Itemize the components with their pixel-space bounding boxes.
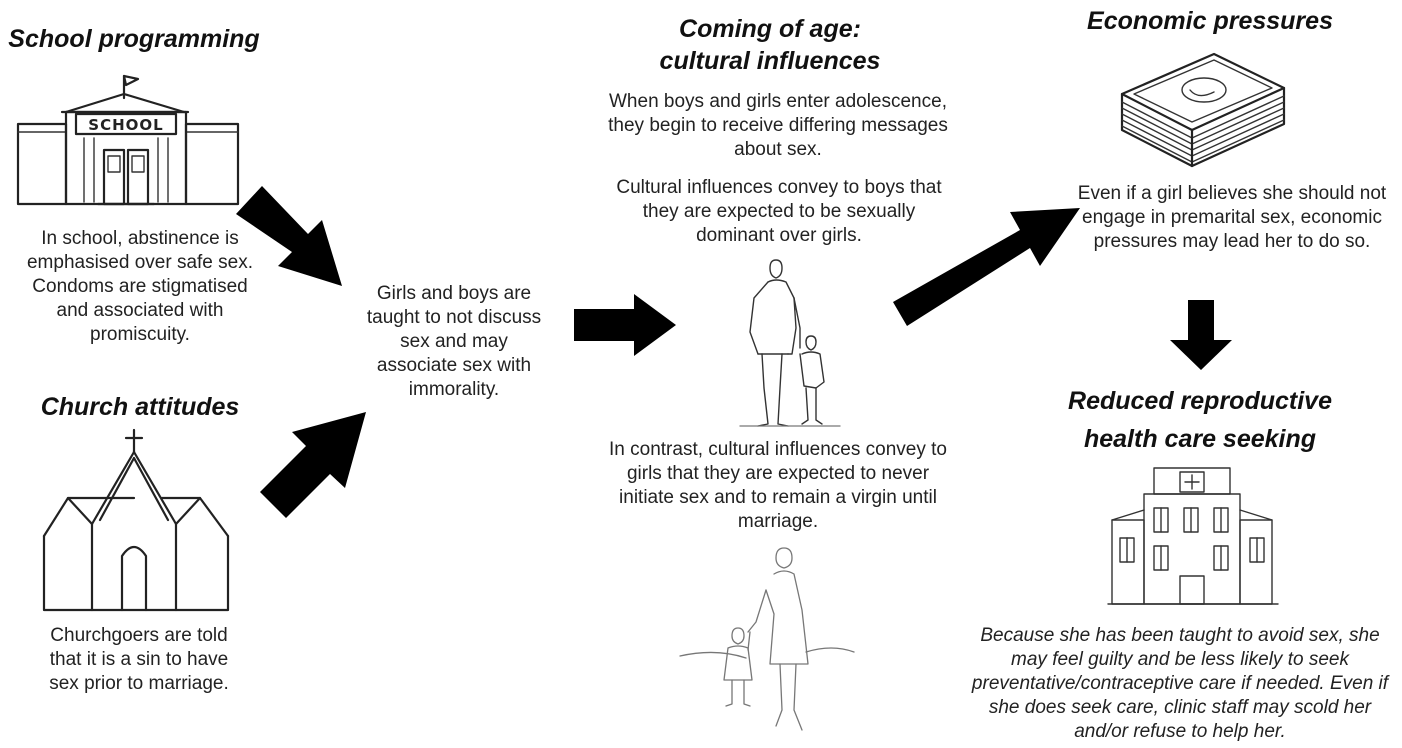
taught-text: Girls and boys are taught to not discuss… bbox=[366, 283, 542, 400]
mother-daughter-walking-icon bbox=[679, 547, 855, 731]
church-text: Churchgoers are told that it is a sin to… bbox=[49, 625, 229, 694]
coming-of-age-heading-line1: Coming of age: bbox=[679, 15, 861, 43]
hospital-icon bbox=[1107, 467, 1279, 605]
arrow-taught-to-coming-of-age bbox=[574, 294, 676, 356]
coming-of-age-intro: When boys and girls enter adolescence, t… bbox=[608, 91, 948, 160]
arrow-school-to-taught bbox=[236, 186, 342, 286]
coming-of-age-heading-line2: cultural influences bbox=[659, 47, 881, 75]
reduced-heading-line1: Reduced reproductive bbox=[1068, 387, 1332, 415]
arrow-church-to-taught bbox=[260, 412, 366, 518]
church-heading: Church attitudes bbox=[40, 393, 240, 421]
reduced-text: Because she has been taught to avoid sex… bbox=[971, 625, 1389, 742]
arrow-coming-of-age-to-economic bbox=[893, 208, 1080, 326]
school-building-icon: SCHOOL bbox=[16, 74, 240, 206]
school-sign-text: SCHOOL bbox=[88, 116, 163, 134]
coming-of-age-boys: Cultural influences convey to boys that … bbox=[616, 177, 942, 246]
church-icon bbox=[42, 428, 230, 612]
father-son-walking-icon bbox=[739, 259, 841, 427]
school-heading: School programming bbox=[8, 25, 260, 53]
school-text: In school, abstinence is emphasised over… bbox=[26, 228, 253, 345]
reduced-heading-line2: health care seeking bbox=[1083, 425, 1317, 453]
economic-heading: Economic pressures bbox=[1087, 7, 1333, 35]
money-stack-icon bbox=[1120, 52, 1286, 168]
arrow-economic-to-reduced bbox=[1170, 300, 1232, 370]
economic-text: Even if a girl believes she should not e… bbox=[1077, 183, 1387, 252]
coming-of-age-girls: In contrast, cultural influences convey … bbox=[609, 439, 947, 532]
